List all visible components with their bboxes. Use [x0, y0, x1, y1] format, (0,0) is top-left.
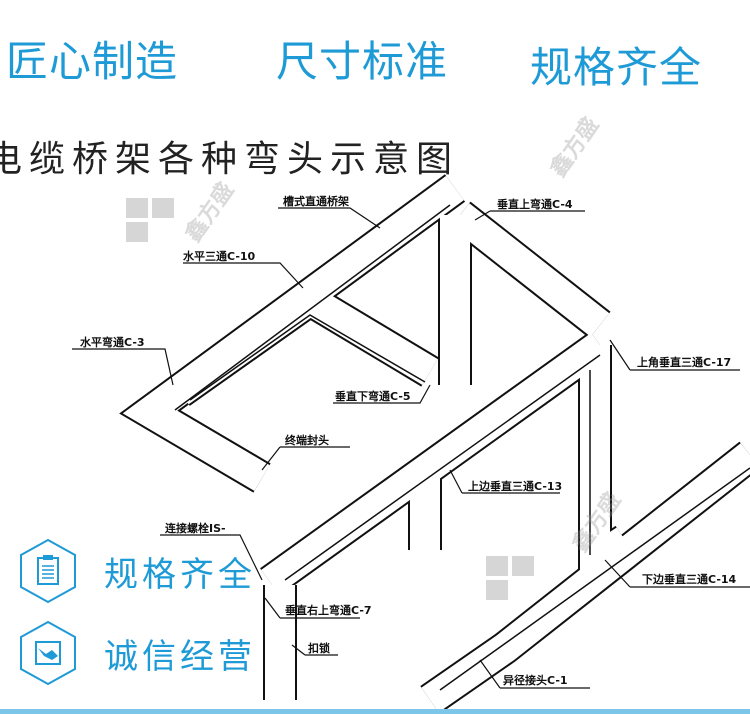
slogan-craftsmanship: 匠心制造: [6, 37, 179, 86]
slogan-standard-size: 尺寸标准: [276, 37, 449, 86]
watermark-logo: [126, 198, 534, 600]
label-vertical-down-elbow: 垂直下弯通C-5: [335, 390, 411, 403]
label-horizontal-tee: 水平三通C-10: [183, 250, 256, 263]
handshake-icon: [18, 620, 78, 686]
label-upper-corner-vertical-tee: 上角垂直三通C-17: [637, 356, 732, 369]
feature-text: 规格齐全: [104, 554, 256, 595]
diagram-title: 电缆桥架各种弯头示意图: [0, 139, 460, 180]
leader-lines: [72, 207, 750, 689]
label-straight-tray: 槽式直通桥架: [283, 195, 349, 208]
label-connecting-bolt: 连接螺栓IS-: [165, 522, 226, 535]
label-upper-side-vertical-tee: 上边垂直三通C-13: [468, 480, 563, 493]
label-lower-side-vertical-tee: 下边垂直三通C-14: [642, 573, 737, 586]
feature-text: 诚信经营: [104, 636, 256, 677]
label-horizontal-elbow: 水平弯通C-3: [80, 336, 145, 349]
label-reducer: 异径接头C-1: [503, 674, 568, 687]
slogan-complete-specs: 规格齐全: [530, 43, 703, 92]
clipboard-icon: [18, 538, 78, 604]
feature-complete-specs: 规格齐全: [18, 538, 256, 604]
label-end-cap: 终端封头: [285, 434, 329, 447]
label-vertical-right-up-elbow: 垂直右上弯通C-7: [285, 604, 372, 617]
label-buckle-lock: 扣锁: [308, 642, 330, 655]
label-vertical-up-elbow: 垂直上弯通C-4: [497, 198, 573, 211]
bottom-bar: [0, 709, 750, 714]
feature-integrity: 诚信经营: [18, 620, 256, 686]
